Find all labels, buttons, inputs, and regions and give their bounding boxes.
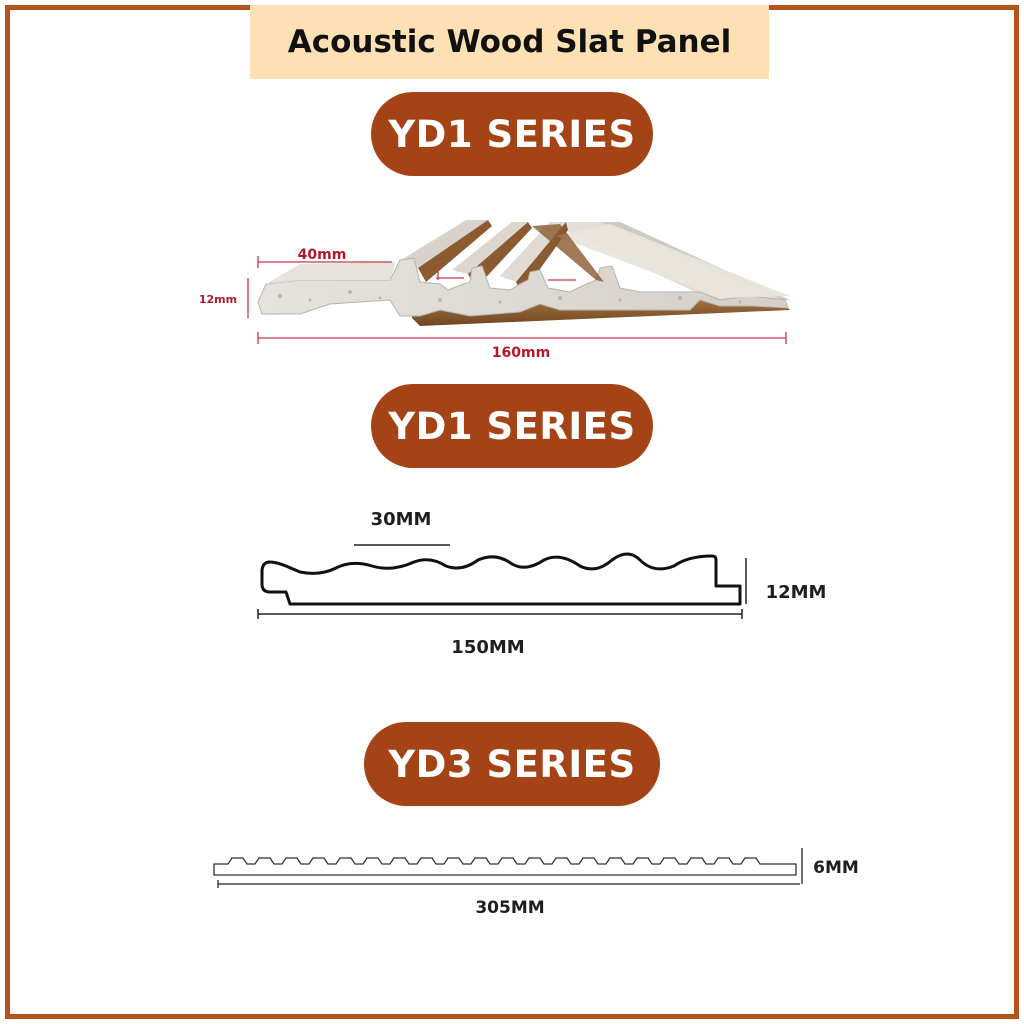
yd3-total-width-label: 305MM (475, 898, 544, 918)
series-heading-1: YD1 SERIES (371, 92, 653, 176)
yd1-panel-3d-illustration (257, 220, 790, 326)
yd3-profile (213, 857, 797, 876)
yd1-wave-profile (260, 552, 742, 606)
yd1-total-width-label: 160mm (492, 345, 550, 361)
yd2-dimension-lines (257, 544, 747, 619)
series-heading-3: YD3 SERIES (364, 722, 660, 806)
yd2-slat-width-label: 30MM (371, 509, 432, 530)
yd2-total-width-label: 150MM (451, 637, 524, 658)
yd2-thickness-label: 12MM (766, 582, 827, 603)
series-heading-2: YD1 SERIES (371, 384, 653, 468)
page-title: Acoustic Wood Slat Panel (250, 5, 769, 79)
yd1-slat-width-label: 40mm (298, 247, 347, 263)
yd1-dimension-lines (247, 256, 787, 344)
yd3-dimension-lines (217, 848, 803, 888)
yd3-thickness-label: 6MM (813, 858, 859, 878)
yd1-thickness-label: 12mm (199, 293, 237, 306)
